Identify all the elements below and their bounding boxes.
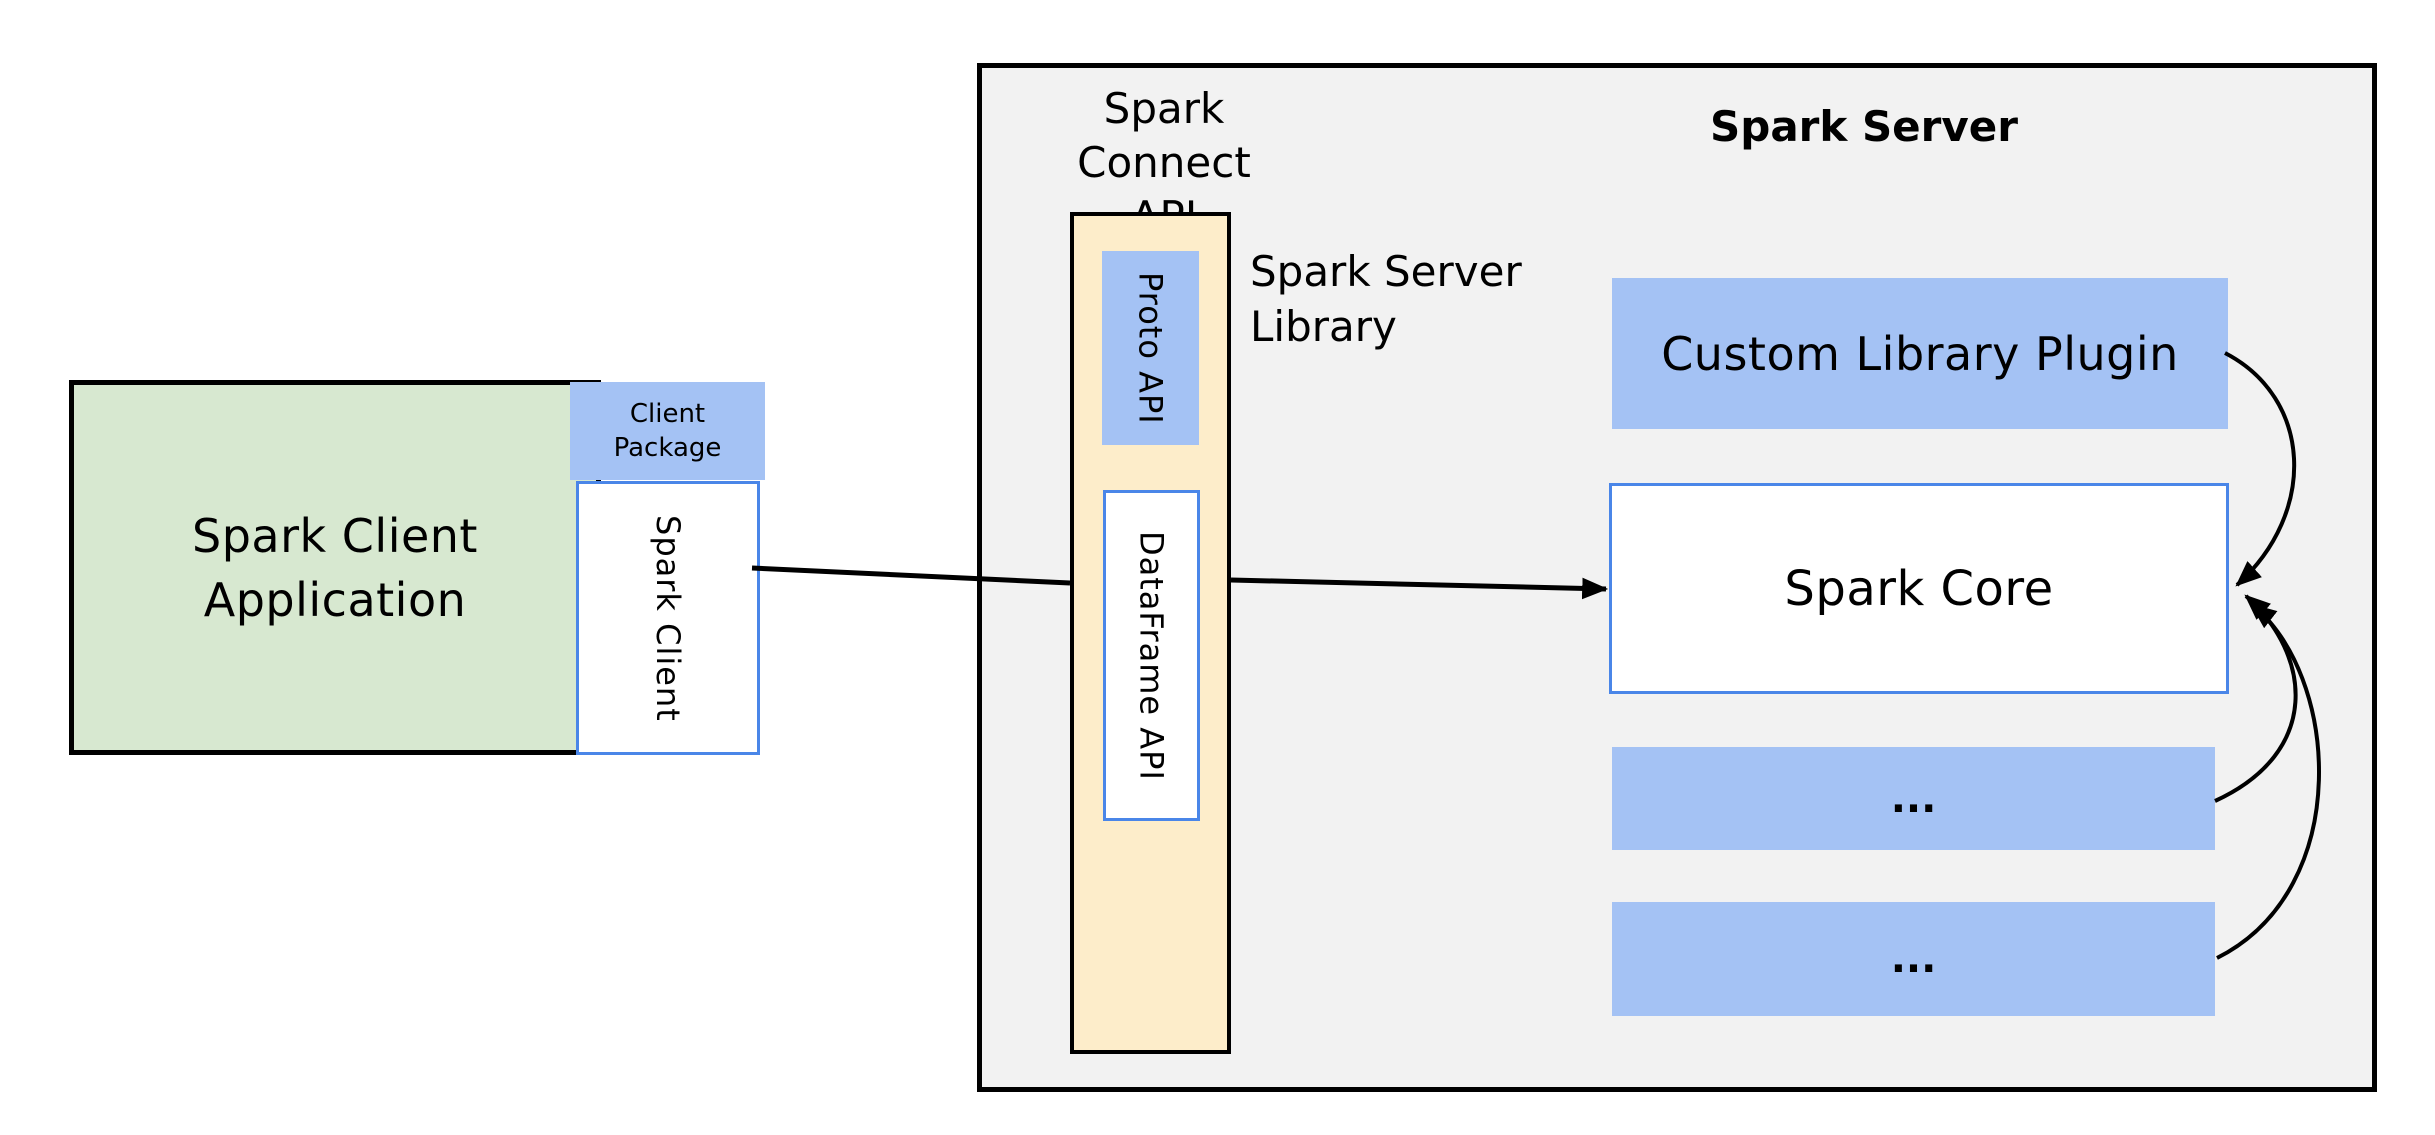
plugin-placeholder-box-1: ... xyxy=(1612,747,2215,850)
proto-api-box: Proto API xyxy=(1102,251,1199,445)
spark-core-box: Spark Core xyxy=(1609,483,2229,694)
spark-core-label: Spark Core xyxy=(1784,560,2054,617)
custom-library-plugin-box: Custom Library Plugin xyxy=(1612,278,2228,429)
client-package-box: Client Package xyxy=(570,382,765,480)
dataframe-api-label: DataFrame API xyxy=(1132,530,1171,781)
plugin-placeholder-box-2: ... xyxy=(1612,902,2215,1016)
spark-client-application-box: Spark Client Application xyxy=(69,380,601,755)
spark-client-application-label: Spark Client Application xyxy=(192,508,478,627)
proto-api-label: Proto API xyxy=(1131,271,1170,425)
client-package-label: Client Package xyxy=(613,399,722,463)
spark-server-title: Spark Server xyxy=(1710,102,2018,151)
plugin-placeholder-label-2: ... xyxy=(1890,936,1937,982)
spark-server-library-label: Spark Server Library xyxy=(1250,247,1522,351)
spark-client-label: Spark Client xyxy=(649,514,687,722)
plugin-placeholder-label-1: ... xyxy=(1890,775,1937,822)
custom-library-plugin-label: Custom Library Plugin xyxy=(1661,326,2179,381)
dataframe-api-box: DataFrame API xyxy=(1103,490,1200,821)
spark-client-box: Spark Client xyxy=(576,481,760,755)
